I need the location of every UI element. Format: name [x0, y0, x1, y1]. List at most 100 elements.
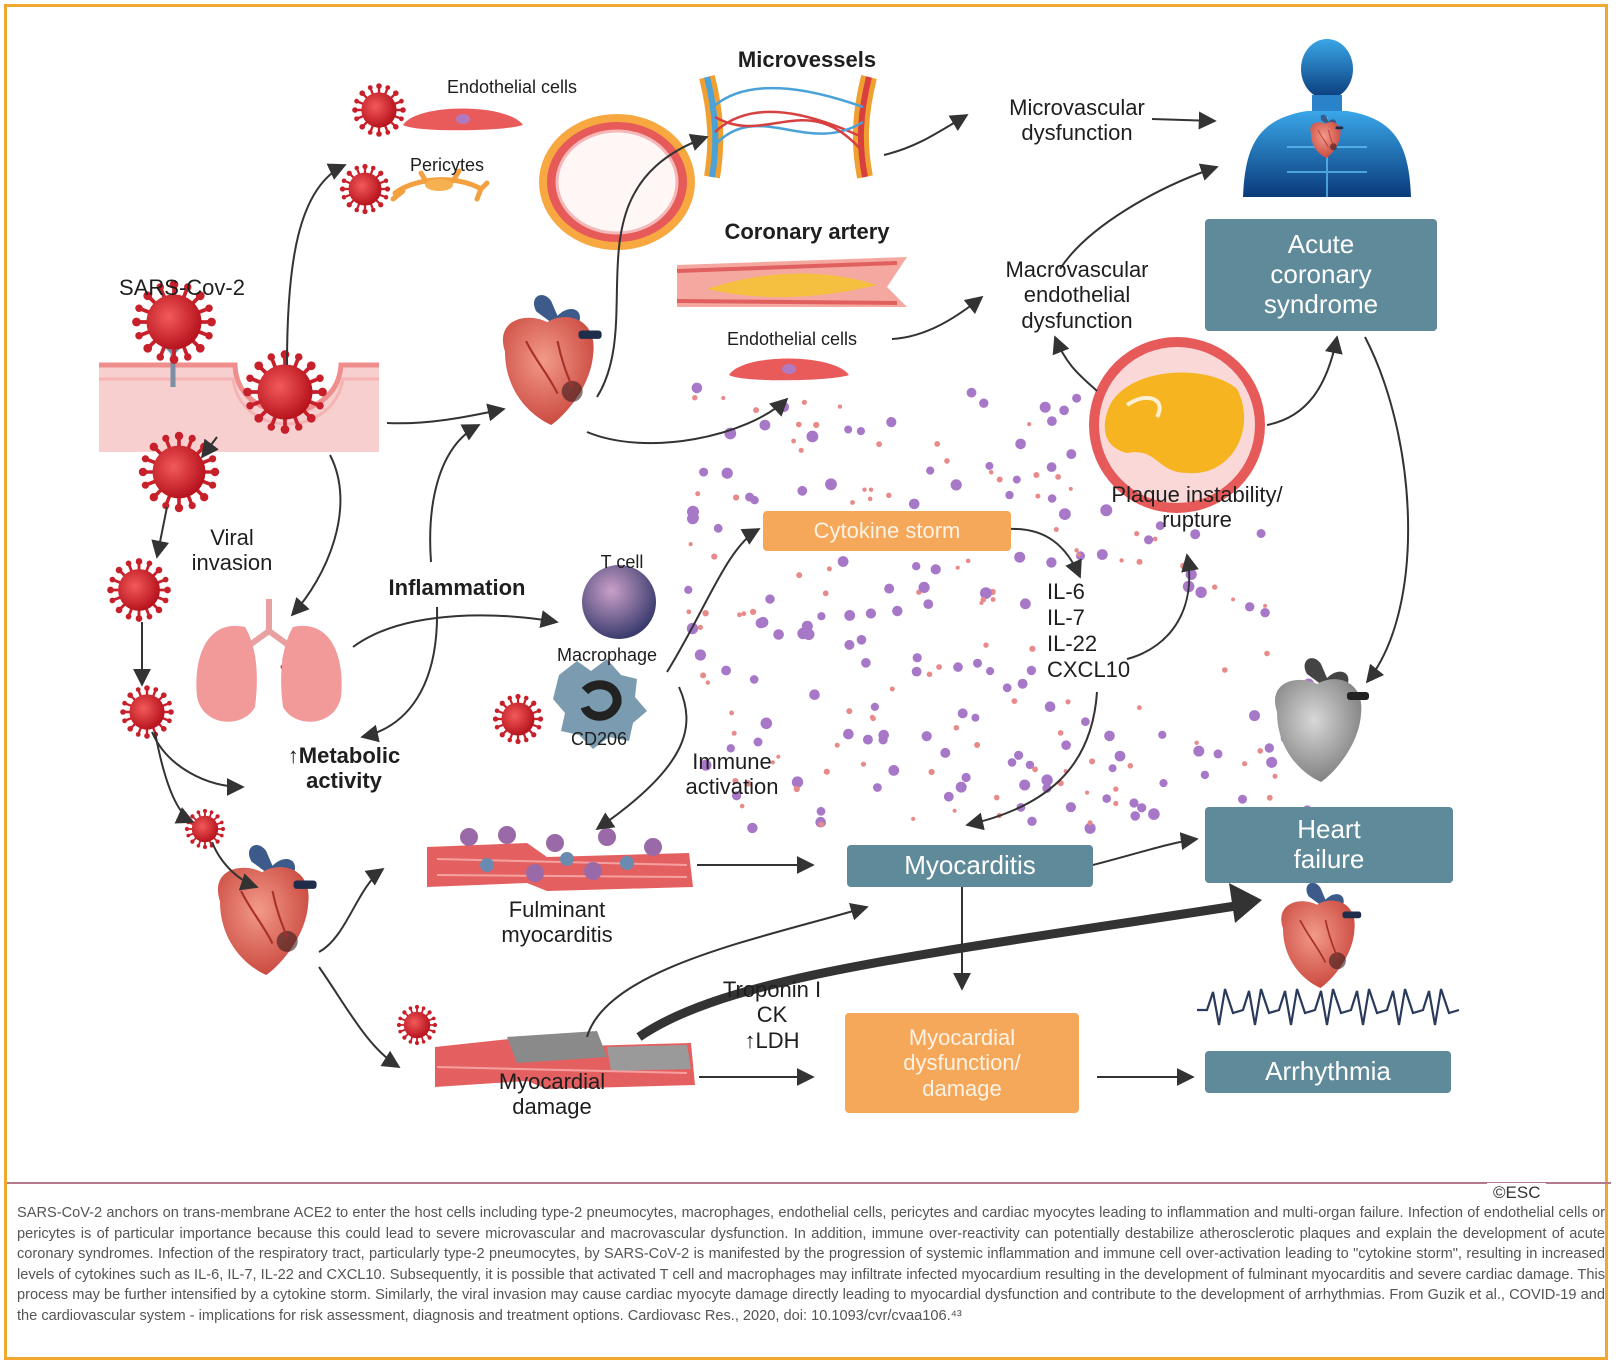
cytokine-dot	[749, 675, 759, 684]
cytokine-dot	[1100, 504, 1113, 517]
cytokine-dot	[1190, 529, 1201, 540]
cytokine-dot	[986, 667, 995, 676]
cytokine-dot	[737, 612, 742, 618]
cytokine-dot	[867, 496, 873, 502]
cytokine-dot	[965, 558, 971, 564]
cytokine-dot	[1061, 740, 1071, 750]
virus-icon	[118, 684, 176, 740]
cytokine-dot	[973, 658, 982, 668]
label-microvascular-dysfunction: Microvascular dysfunction	[1009, 95, 1145, 146]
cytokine-dot	[930, 564, 941, 575]
macrophage-icon	[553, 659, 647, 749]
cytokine-dot	[809, 689, 820, 700]
cytokine-dot	[818, 821, 824, 828]
cytokine-dot	[688, 542, 693, 547]
cytokine-dot	[988, 470, 994, 475]
cytokine-dot	[721, 665, 731, 676]
cytokine-dot	[918, 581, 930, 594]
endothelial-cell-icon	[729, 358, 849, 381]
cytokine-dot	[1113, 800, 1119, 807]
cytokine-dot	[953, 662, 963, 672]
cytokine-dot	[797, 485, 808, 496]
cytokine-dot	[843, 728, 854, 740]
cytokine-dot	[844, 639, 855, 650]
virus-icon	[105, 556, 173, 624]
label-cytokines: IL-6 IL-7 IL-22 CXCL10	[1047, 579, 1131, 682]
cytokine-dot	[1014, 750, 1024, 760]
cytokine-dot	[861, 658, 871, 668]
separator-line	[7, 1182, 1611, 1184]
cytokine-dot	[1185, 568, 1197, 581]
cytokine-dot	[966, 387, 977, 398]
heart-icon	[501, 293, 603, 427]
label-plaque-instability: Plaque instability/ rupture	[1111, 482, 1283, 533]
cytokine-dot	[1029, 645, 1036, 652]
cytokine-dot	[700, 672, 707, 679]
cytokine-dot	[961, 772, 971, 783]
cytokine-dot	[1066, 449, 1077, 460]
arrows	[133, 111, 1410, 1086]
cytokine-dot	[868, 487, 874, 492]
cytokine-dot	[795, 421, 802, 428]
cytokine-dot	[733, 494, 740, 501]
cytokine-dot	[1057, 730, 1064, 736]
virus-icon	[338, 162, 392, 216]
cytokine-dot	[1238, 794, 1247, 804]
cytokine-dot	[1272, 773, 1278, 779]
cytokine-dot	[691, 382, 703, 394]
cytokine-dot	[923, 599, 934, 609]
cytokine-dot	[823, 768, 830, 775]
cytokine-dot	[993, 794, 1000, 801]
label-endothelial-cells-mid: Endothelial cells	[726, 329, 858, 349]
cytokine-dot	[1084, 822, 1096, 834]
cytokine-dot	[1032, 766, 1038, 773]
cytokine-dot	[1047, 416, 1057, 426]
cytokine-dot	[1158, 730, 1167, 739]
cytokine-dot	[695, 491, 701, 497]
cytokine-dot	[1213, 749, 1223, 759]
cytokine-dot	[1047, 494, 1057, 503]
cytokine-dot	[1011, 698, 1018, 704]
label-macrophage: Macrophage	[556, 645, 658, 665]
cytokine-dot	[1044, 701, 1056, 712]
cytokine-dot	[908, 498, 920, 510]
label-sars-cov-2: SARS-Cov-2	[119, 275, 245, 300]
label-macrovascular-dysfunction: Macrovascular endothelial dysfunction	[1005, 257, 1149, 333]
virus-icon	[395, 1004, 439, 1046]
cytokine-dot	[817, 612, 826, 621]
cytokine-dot	[796, 572, 803, 579]
cytokine-dot	[721, 467, 733, 479]
cytokine-dot	[1104, 730, 1115, 742]
cytokine-dot	[1119, 558, 1124, 563]
cytokine-dot	[911, 666, 922, 677]
cytokine-dot	[990, 597, 996, 602]
cytokine-dot	[732, 791, 742, 801]
box-acute-coronary-syndrome: Acute coronary syndrome	[1205, 219, 1437, 331]
cytokine-dot	[1137, 705, 1142, 711]
cytokine-dot	[1053, 527, 1059, 532]
cytokine-dot	[844, 425, 853, 434]
figure-frame: Microvessels Endothelial cells Pericytes…	[4, 4, 1611, 1360]
virus-icon	[351, 81, 407, 139]
cytokine-dot	[726, 744, 735, 753]
cytokine-dot	[888, 765, 900, 776]
cytokine-dot	[1068, 486, 1073, 491]
cytokine-dot	[974, 742, 981, 748]
cytokine-dot	[1129, 798, 1139, 808]
cytokine-dot	[1020, 598, 1031, 610]
cytokine-dot	[926, 466, 935, 475]
cytokine-dot	[739, 803, 745, 809]
cytokine-dot	[759, 419, 771, 431]
cytokine-dot	[793, 786, 800, 793]
label-immune-activation: Immune activation	[685, 749, 779, 800]
cytokine-dot	[760, 717, 773, 730]
cytokine-dot	[996, 476, 1003, 483]
cytokine-dot	[1108, 764, 1117, 773]
cytokine-dot	[773, 629, 784, 640]
cytokine-dot	[837, 556, 849, 567]
diagram-canvas	[99, 39, 1460, 1089]
cytokine-dot	[1055, 474, 1061, 480]
cytokine-dot	[1137, 803, 1147, 813]
cytokine-dot	[705, 680, 710, 685]
cytokine-dot	[1134, 531, 1140, 537]
